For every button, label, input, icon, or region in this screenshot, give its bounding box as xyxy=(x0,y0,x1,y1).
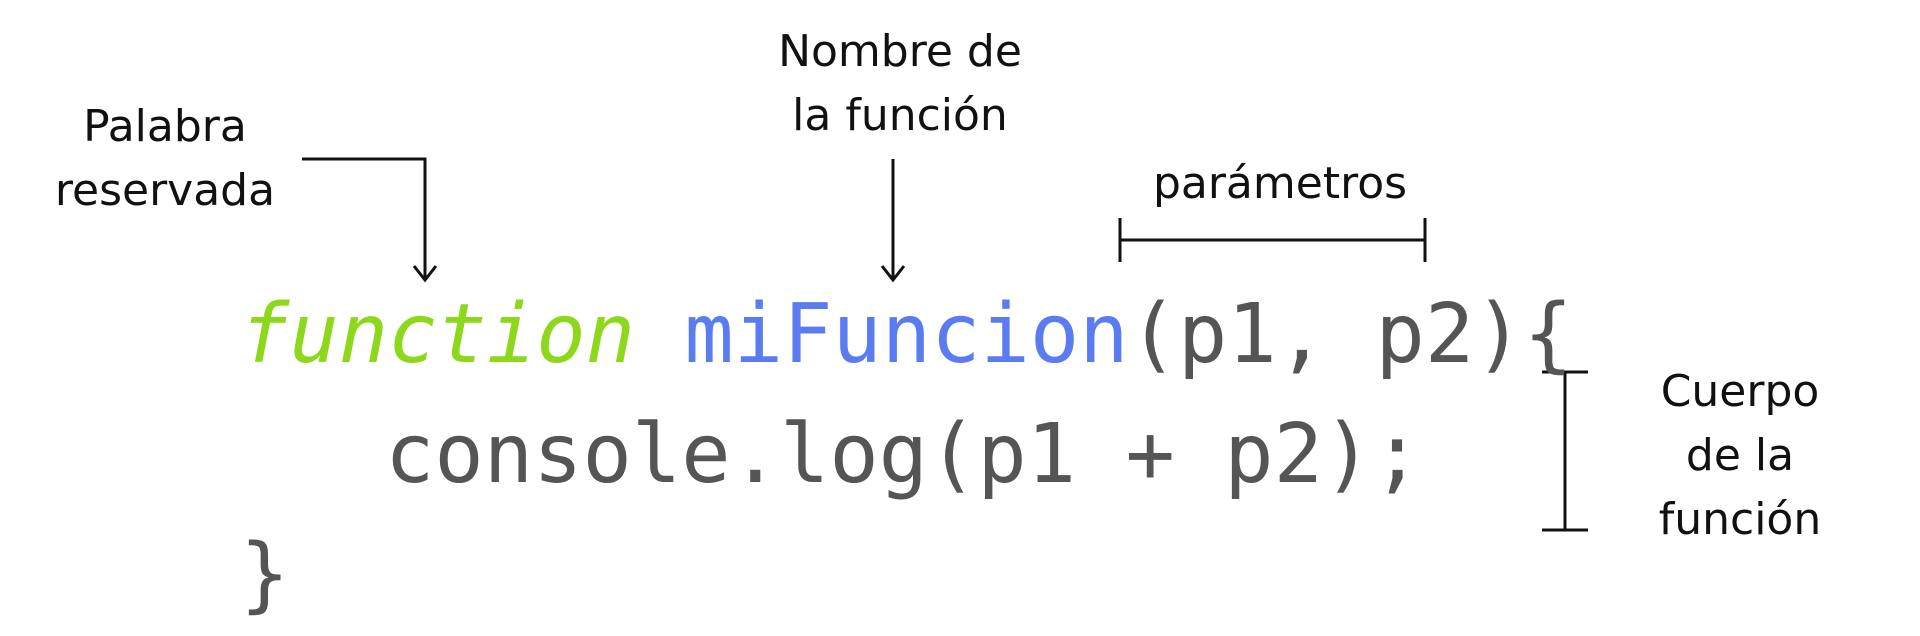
code-body-statement: console.log(p1 + p2); xyxy=(385,407,1422,502)
body-bracket xyxy=(1542,370,1588,532)
body-annotation: Cuerpo de la función xyxy=(1620,360,1860,552)
keyword-arrow xyxy=(302,157,427,278)
body-annotation-line-1: Cuerpo xyxy=(1660,366,1820,417)
code-closing-brace: } xyxy=(240,527,290,622)
keyword-annotation-line-1: Palabra xyxy=(83,101,247,152)
function-name-annotation: Nombre de la función xyxy=(755,20,1045,148)
code-line-closing: } xyxy=(240,525,289,625)
code-line-body: console.log(p1 + p2); xyxy=(385,405,1422,505)
code-parameters: (p1, p2){ xyxy=(1128,287,1573,382)
function-name-annotation-line-1: Nombre de xyxy=(778,26,1022,77)
keyword-annotation-line-2: reservada xyxy=(54,165,276,216)
parameters-annotation: parámetros xyxy=(1125,152,1435,216)
parameters-annotation-text: parámetros xyxy=(1152,158,1408,209)
function-name-arrow-head xyxy=(880,265,906,283)
keyword-arrow-head xyxy=(412,265,438,283)
keyword-annotation: Palabra reservada xyxy=(40,95,290,223)
body-annotation-line-2: de la xyxy=(1685,430,1795,481)
body-annotation-line-3: función xyxy=(1658,494,1822,545)
code-function-name: miFuncion xyxy=(684,287,1129,382)
function-name-annotation-line-2: la función xyxy=(792,90,1008,141)
code-keyword: function xyxy=(240,287,635,382)
parameters-bracket xyxy=(1118,218,1427,262)
code-line-signature: function miFuncion(p1, p2){ xyxy=(240,285,1573,385)
code-space xyxy=(635,287,684,382)
